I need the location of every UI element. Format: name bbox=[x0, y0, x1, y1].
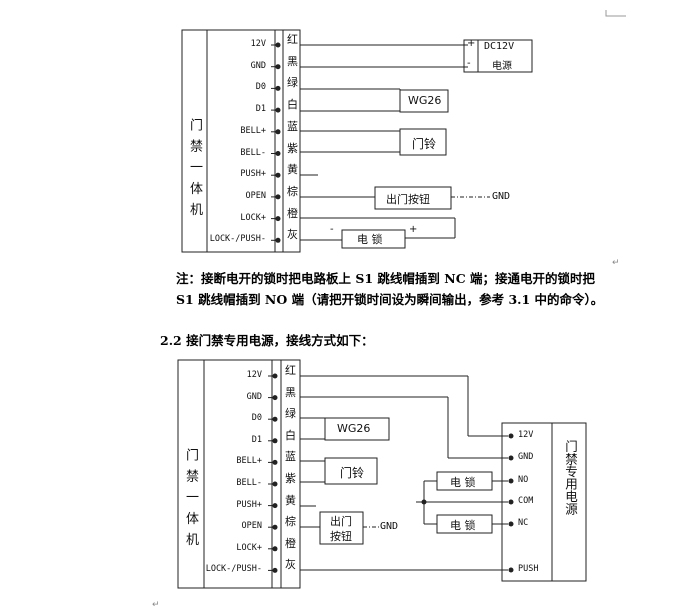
terminal-pins-2 bbox=[268, 373, 278, 573]
psu-title: 门禁专用电源 bbox=[563, 440, 578, 515]
wire-color-label: 棕 bbox=[285, 515, 296, 529]
lock-plus-label: + bbox=[409, 224, 418, 235]
wg26-box-1 bbox=[399, 89, 449, 113]
terminal-strip-1 bbox=[282, 29, 301, 253]
wire-color-label: 绿 bbox=[287, 76, 298, 90]
pin-label: OPEN bbox=[241, 521, 262, 532]
psu-pin-label: NO bbox=[518, 475, 529, 485]
gnd-label-1: GND bbox=[492, 191, 511, 202]
doorbell-label-1: 门铃 bbox=[412, 137, 437, 151]
pin-label: LOCK+ bbox=[240, 212, 266, 223]
wire-color-label: 黄 bbox=[287, 163, 298, 177]
note-line-1: 注：接断电开的锁时把电路板上 S1 跳线帽插到 NC 端；接通电开的锁时把 bbox=[176, 271, 596, 286]
psu-minus-label: - bbox=[467, 58, 471, 69]
pin-label: OPEN bbox=[245, 190, 266, 201]
psu-terminal-dot bbox=[508, 499, 514, 505]
pin-label: LOCK-/PUSH- bbox=[209, 234, 266, 245]
wire-color-label: 白 bbox=[285, 428, 296, 442]
wg26-label-1: WG26 bbox=[408, 94, 442, 107]
device-inner-panel-1 bbox=[206, 29, 276, 253]
wg26-box-2 bbox=[324, 417, 390, 441]
pin-label: GND bbox=[246, 391, 262, 402]
psu-terminal-dot bbox=[508, 455, 514, 461]
doorbell-box-2 bbox=[324, 457, 378, 485]
lock-label-2a: 电 锁 bbox=[450, 476, 476, 489]
wire-color-label: 灰 bbox=[287, 228, 298, 242]
device-inner-panel-2 bbox=[203, 359, 273, 589]
psu-pin-label: GND bbox=[518, 452, 534, 462]
psu-terminal-dot bbox=[508, 521, 514, 527]
terminal-pins-1 bbox=[271, 42, 281, 243]
wire-color-label: 橙 bbox=[285, 536, 296, 550]
section-heading: 2.2 接门禁专用电源，接线方式如下： bbox=[160, 333, 374, 348]
pin-label: 12V bbox=[250, 39, 266, 49]
note-line-2: S1 跳线帽插到 NO 端（请把开锁时间设为瞬间输出，参考 3.1 中的命令）。 bbox=[176, 292, 604, 307]
paragraph-mark: ↵ bbox=[612, 258, 620, 268]
doorbell-label-2: 门铃 bbox=[340, 466, 365, 480]
device-label-1: 门 禁 一 体 机 bbox=[187, 118, 202, 218]
paragraph-mark-bottom: ↵ bbox=[152, 600, 160, 610]
pin-label: D0 bbox=[255, 82, 266, 93]
doorbell-box-1 bbox=[399, 128, 447, 156]
psu-plus-label: + bbox=[467, 38, 476, 49]
lock-label-1: 电 锁 bbox=[357, 233, 383, 246]
exit-button-box-1 bbox=[374, 186, 452, 210]
exit-button-label-2b: 按钮 bbox=[330, 530, 352, 543]
wire-color-label: 红 bbox=[287, 33, 298, 46]
psu-terminal-dot bbox=[508, 478, 514, 484]
pin-label: BELL+ bbox=[240, 125, 266, 136]
wire-color-label: 紫 bbox=[287, 141, 298, 155]
lock-label-2b: 电 锁 bbox=[450, 519, 476, 532]
terminal-strip-2 bbox=[280, 359, 301, 589]
wire-color-label: 黑 bbox=[285, 385, 296, 399]
pin-label: PUSH+ bbox=[240, 169, 266, 180]
pin-label: BELL- bbox=[236, 478, 262, 488]
wire-color-label: 黄 bbox=[285, 493, 296, 507]
wire-color-label: 紫 bbox=[285, 472, 296, 485]
wire-color-label: 蓝 bbox=[285, 450, 296, 464]
pin-label: BELL- bbox=[240, 147, 266, 158]
gnd-label-2: GND bbox=[380, 521, 399, 532]
pin-label: D1 bbox=[255, 104, 266, 115]
wire-color-label: 橙 bbox=[287, 206, 298, 220]
dc12v-psu-box bbox=[463, 39, 533, 73]
psu-pin-label: 12V bbox=[518, 430, 534, 440]
pin-label: LOCK-/PUSH- bbox=[205, 564, 262, 575]
exit-button-box-2 bbox=[319, 511, 364, 545]
wire-color-label: 棕 bbox=[287, 184, 298, 198]
psu-pins bbox=[508, 433, 514, 573]
pin-label: 12V bbox=[246, 370, 262, 380]
psu-label-dc12v: DC12V bbox=[484, 41, 515, 52]
pin-label: GND bbox=[250, 60, 266, 71]
exit-button-label-1: 出门按钮 bbox=[386, 193, 430, 206]
pin-label: D1 bbox=[251, 434, 262, 445]
pin-label: PUSH+ bbox=[236, 499, 262, 510]
psu-terminal-dot bbox=[508, 433, 514, 439]
psu-label-power: 电源 bbox=[492, 61, 512, 72]
psu-pin-label: COM bbox=[518, 496, 534, 506]
lock-minus-label: - bbox=[330, 224, 334, 235]
wire-color-label: 绿 bbox=[285, 407, 296, 421]
exit-button-label-2a: 出门 bbox=[330, 515, 352, 528]
wire-color-label: 红 bbox=[285, 364, 296, 377]
wire-color-label: 灰 bbox=[285, 558, 296, 572]
psu-pin-label: NC bbox=[518, 518, 529, 528]
lock-box-1 bbox=[341, 229, 406, 249]
pin-label: BELL+ bbox=[236, 456, 262, 467]
pin-label: D0 bbox=[251, 413, 262, 424]
wire-color-label: 黑 bbox=[287, 54, 298, 68]
wire-color-label: 蓝 bbox=[287, 119, 298, 133]
pin-label: LOCK+ bbox=[236, 542, 262, 553]
wire-color-label: 白 bbox=[287, 98, 298, 112]
psu-pin-label: PUSH bbox=[518, 564, 539, 574]
device-label-2: 门 禁 一 体 机 bbox=[183, 448, 198, 548]
wg26-label-2: WG26 bbox=[337, 422, 371, 435]
psu-terminal-dot bbox=[508, 567, 514, 573]
